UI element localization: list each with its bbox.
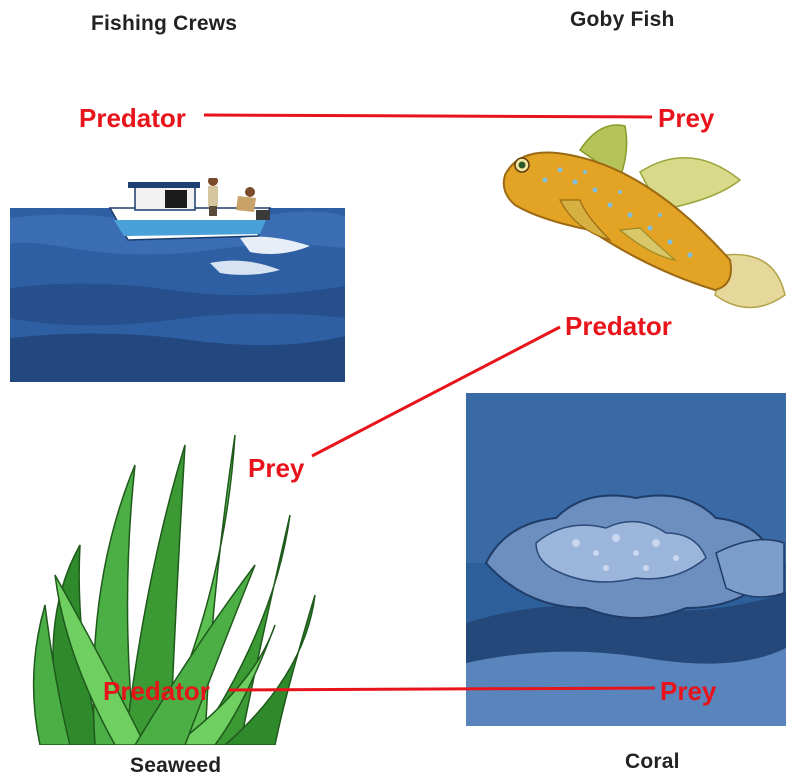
line-fishing-to-goby	[204, 115, 652, 117]
label-prey-goby: Prey	[658, 103, 714, 134]
label-prey-seaweed: Prey	[248, 453, 304, 484]
line-seaweed-to-coral	[229, 688, 655, 690]
label-prey-coral: Prey	[660, 676, 716, 707]
label-predator-seaweed: Predator	[103, 676, 210, 707]
line-goby-to-seaweed	[312, 327, 560, 456]
label-predator-goby: Predator	[565, 311, 672, 342]
label-predator-fishing: Predator	[79, 103, 186, 134]
